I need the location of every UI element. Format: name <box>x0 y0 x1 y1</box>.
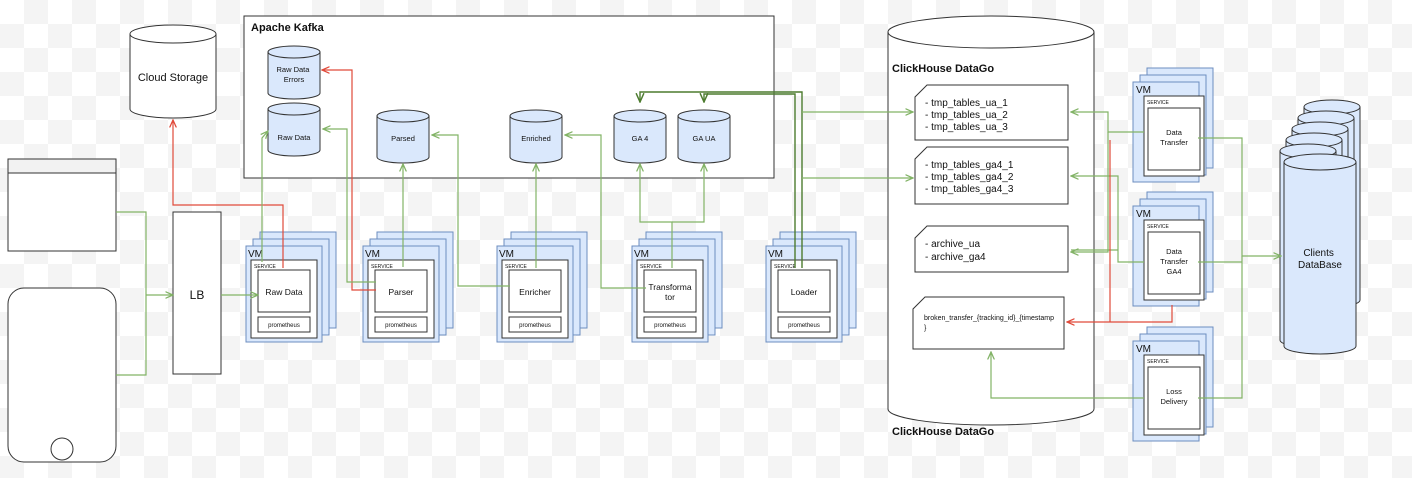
vm-loader: VM SERVICE Loader prometheus <box>765 231 857 343</box>
clients-database-stack <box>1279 99 1361 355</box>
topic-label: GA UA <box>693 134 716 143</box>
load-balancer: LB <box>172 211 222 375</box>
vm-parser: VM SERVICE Parser prometheus <box>362 231 454 343</box>
vm-label: VM <box>365 249 380 260</box>
vm-enricher: VM SERVICE Enricher prometheus <box>496 231 588 343</box>
prometheus-label: prometheus <box>654 323 686 329</box>
vm-label: VM <box>768 249 783 260</box>
service-name: Loader <box>791 287 818 297</box>
cloud-storage-cylinder: Cloud Storage <box>129 24 217 119</box>
load-balancer-label: LB <box>190 288 205 302</box>
topic-ga4: GA 4 <box>613 109 667 164</box>
topic-label: Raw Data <box>278 133 312 142</box>
service-tag: SERVICE <box>1147 100 1170 106</box>
table-name: - tmp_tables_ga4_1 <box>925 160 1014 171</box>
table-archive: - archive_ua - archive_ga4 <box>914 225 1069 273</box>
table-name: - archive_ga4 <box>925 252 986 263</box>
topic-label: Enriched <box>521 134 551 143</box>
table-name: - tmp_tables_ga4_2 <box>925 172 1014 183</box>
topic-raw-data-errors: Raw Data Errors <box>267 45 321 100</box>
mobile-phone-icon <box>7 287 117 463</box>
table-name: broken_transfer_{tracking_id}_{timestamp… <box>924 315 1056 332</box>
browser-window-icon <box>7 158 117 252</box>
prometheus-box <box>508 316 562 333</box>
topic-raw-data: Raw Data <box>267 102 321 157</box>
clickhouse-label-bottom: ClickHouse DataGo <box>892 426 994 438</box>
prometheus-label: prometheus <box>519 323 551 329</box>
topic-enriched: Enriched <box>509 109 563 164</box>
topic-parsed: Parsed <box>376 109 430 164</box>
vm-label: VM <box>1136 209 1151 220</box>
service-name: Enricher <box>519 287 551 297</box>
clients-database-label: Clients DataBase <box>1298 248 1342 271</box>
service-name: Raw Data <box>265 287 303 297</box>
prometheus-label: prometheus <box>385 323 417 329</box>
service-tag: SERVICE <box>254 264 277 270</box>
topic-ga-ua: GA UA <box>677 109 731 164</box>
service-name: Parser <box>388 287 413 297</box>
topic-label: GA 4 <box>632 134 649 143</box>
service-tag: SERVICE <box>505 264 528 270</box>
clickhouse-title: ClickHouse DataGo <box>892 63 994 75</box>
service-tag: SERVICE <box>371 264 394 270</box>
vm-label: VM <box>634 249 649 260</box>
prometheus-box <box>374 316 428 333</box>
vm-raw-data: VM SERVICE Raw Data prometheus <box>245 231 337 343</box>
prometheus-box <box>643 316 697 333</box>
service-tag: SERVICE <box>1147 359 1170 365</box>
topic-label: Raw Data Errors <box>276 65 311 84</box>
prometheus-label: prometheus <box>788 323 820 329</box>
table-tmp-ga4: - tmp_tables_ga4_1 - tmp_tables_ga4_2 - … <box>914 146 1069 205</box>
table-name: - tmp_tables_ua_3 <box>925 122 1008 133</box>
table-name: - tmp_tables_ua_2 <box>925 110 1008 121</box>
service-tag: SERVICE <box>640 264 663 270</box>
vm-label: VM <box>248 249 263 260</box>
table-tmp-ua: - tmp_tables_ua_1 - tmp_tables_ua_2 - tm… <box>914 84 1069 141</box>
topic-label: Parsed <box>391 134 415 143</box>
vm-label: VM <box>1136 85 1151 96</box>
flow-connectors <box>116 70 1281 399</box>
service-tag: SERVICE <box>774 264 797 270</box>
table-broken-transfer: broken_transfer_{tracking_id}_{timestamp… <box>912 296 1065 350</box>
table-name: - archive_ua <box>925 239 980 250</box>
service-tag: SERVICE <box>1147 224 1170 230</box>
table-name: - tmp_tables_ua_1 <box>925 98 1008 109</box>
prometheus-box <box>777 316 831 333</box>
table-name: - tmp_tables_ga4_3 <box>925 184 1014 195</box>
kafka-title: Apache Kafka <box>251 22 325 34</box>
prometheus-box <box>257 316 311 333</box>
prometheus-label: prometheus <box>268 323 300 329</box>
vm-label: VM <box>499 249 514 260</box>
cloud-storage-label: Cloud Storage <box>138 72 208 84</box>
vm-label: VM <box>1136 344 1151 355</box>
